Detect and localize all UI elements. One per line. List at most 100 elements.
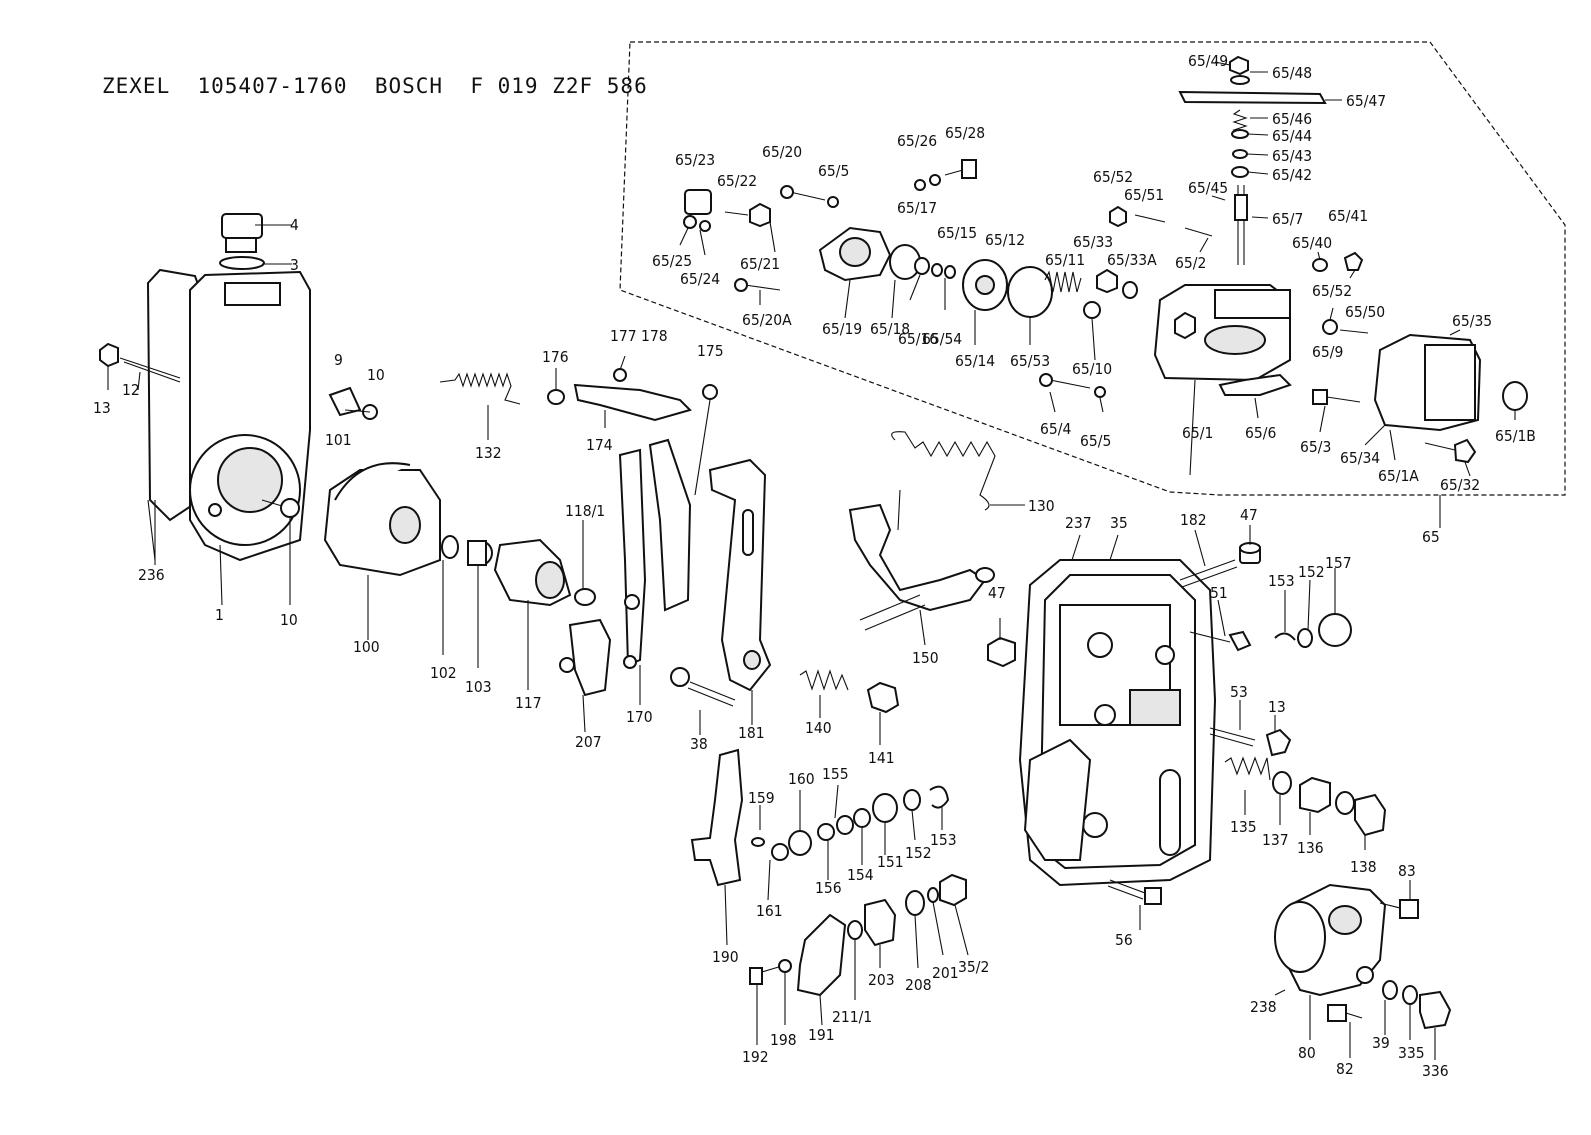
callout-label: 155 xyxy=(822,765,849,783)
spring-130 xyxy=(891,431,996,511)
bolt-56 xyxy=(1107,879,1162,905)
callout-label: 65/20A xyxy=(742,311,792,329)
callout-label: 100 xyxy=(353,638,380,656)
pin-182 xyxy=(1179,559,1238,588)
callout-label: 83 xyxy=(1398,862,1416,880)
cap-138 xyxy=(1354,793,1387,837)
callout-label: 65 xyxy=(1422,528,1440,546)
callout-label: 211/1 xyxy=(832,1008,872,1026)
callout-label: 65/45 xyxy=(1188,179,1228,197)
callout-label: 65/5 xyxy=(818,162,849,180)
callout-label: 47 xyxy=(1240,506,1258,524)
callout-label: 102 xyxy=(430,664,457,682)
callout-label: 65/25 xyxy=(652,252,692,270)
callout-label: 3 xyxy=(290,256,299,274)
callout-label: 140 xyxy=(805,719,832,737)
callout-label: 117 xyxy=(515,694,542,712)
clip-153 xyxy=(929,785,950,809)
callout-label: 35 xyxy=(1110,514,1128,532)
callout-label: 65/3 xyxy=(1300,438,1331,456)
washer-211-1 xyxy=(847,920,863,940)
governor-cover-35 xyxy=(1018,559,1217,887)
callout-label: 65/6 xyxy=(1245,424,1276,442)
callout-label: 10 xyxy=(280,611,298,629)
callout-label: 151 xyxy=(877,853,904,871)
callout-label: 159 xyxy=(748,789,775,807)
callout-label: 203 xyxy=(868,971,895,989)
bolt-83 xyxy=(1379,899,1419,919)
callout-label: 65/23 xyxy=(675,151,715,169)
callout-label: 178 xyxy=(641,327,668,345)
lever-190 xyxy=(690,748,765,887)
callout-label: 65/16 xyxy=(898,330,938,348)
leader-lines xyxy=(107,61,1516,1060)
callout-label: 156 xyxy=(815,879,842,897)
callout-label: 176 xyxy=(542,348,569,366)
callout-label: 65/54 xyxy=(922,330,962,348)
callout-label: 65/43 xyxy=(1272,147,1312,165)
callout-label: 12 xyxy=(122,381,140,399)
callout-label: 65/12 xyxy=(985,231,1025,249)
callout-label: 177 xyxy=(610,327,637,345)
nut-35-2 xyxy=(939,873,967,907)
callout-label: 13 xyxy=(93,399,111,417)
callout-label: 153 xyxy=(1268,572,1295,590)
callout-label: 65/51 xyxy=(1124,186,1164,204)
callout-label: 53 xyxy=(1230,683,1248,701)
callout-label: 65/42 xyxy=(1272,166,1312,184)
washer-198 xyxy=(778,959,792,973)
washer-161 xyxy=(771,843,789,861)
ring-152 xyxy=(903,789,921,811)
washer-118-1 xyxy=(574,588,596,606)
callout-label: 137 xyxy=(1262,831,1289,849)
bracket-9-10 xyxy=(328,386,378,420)
callout-label: 103 xyxy=(465,678,492,696)
callout-label: 65/24 xyxy=(680,270,720,288)
callout-label: 161 xyxy=(756,902,783,920)
callout-label: 175 xyxy=(697,342,724,360)
lever-191 xyxy=(796,913,847,997)
callout-label: 198 xyxy=(770,1031,797,1049)
callout-label: 65/33A xyxy=(1107,251,1157,269)
bolt-51 xyxy=(1189,630,1252,652)
callout-label: 65/10 xyxy=(1072,360,1112,378)
callout-label: 335 xyxy=(1398,1044,1425,1062)
flyweight-assembly-100 xyxy=(323,462,441,577)
bolt-82 xyxy=(1327,1004,1363,1022)
callout-label: 65/34 xyxy=(1340,449,1380,467)
bolt-47-left xyxy=(987,636,1016,668)
callout-label: 236 xyxy=(138,566,165,584)
callout-label: 153 xyxy=(930,831,957,849)
bolt-12-13 xyxy=(99,342,181,383)
callout-label: 152 xyxy=(1298,563,1325,581)
callout-label: 65/1B xyxy=(1495,427,1536,445)
bolt-38 xyxy=(670,667,736,707)
callout-label: 65/53 xyxy=(1010,352,1050,370)
callout-label: 65/40 xyxy=(1292,234,1332,252)
callout-label: 157 xyxy=(1325,554,1352,572)
callout-label: 238 xyxy=(1250,998,1277,1016)
washer-138-seal xyxy=(1335,791,1355,815)
callout-label: 65/22 xyxy=(717,172,757,190)
callout-label: 336 xyxy=(1422,1062,1449,1080)
callout-label: 191 xyxy=(808,1026,835,1044)
callout-label: 201 xyxy=(932,964,959,982)
callout-label: 208 xyxy=(905,976,932,994)
callout-label: 39 xyxy=(1372,1034,1390,1052)
callout-label: 65/41 xyxy=(1328,207,1368,225)
callout-label: 65/15 xyxy=(937,224,977,242)
callout-label: 170 xyxy=(626,708,653,726)
nut-141 xyxy=(866,681,900,714)
callout-label: 135 xyxy=(1230,818,1257,836)
washer-155 xyxy=(836,815,854,835)
callout-label: 35/2 xyxy=(958,958,989,976)
callout-label: 65/52 xyxy=(1093,168,1133,186)
washer-102 xyxy=(441,535,459,559)
callout-labels: 65/4965/4865/4765/4665/4465/4365/4265/45… xyxy=(93,52,1536,1080)
callout-label: 130 xyxy=(1028,497,1055,515)
washer-335 xyxy=(1402,985,1418,1005)
callout-label: 65/26 xyxy=(897,132,937,150)
callout-label: 82 xyxy=(1336,1060,1354,1078)
governor-housing xyxy=(146,268,311,562)
